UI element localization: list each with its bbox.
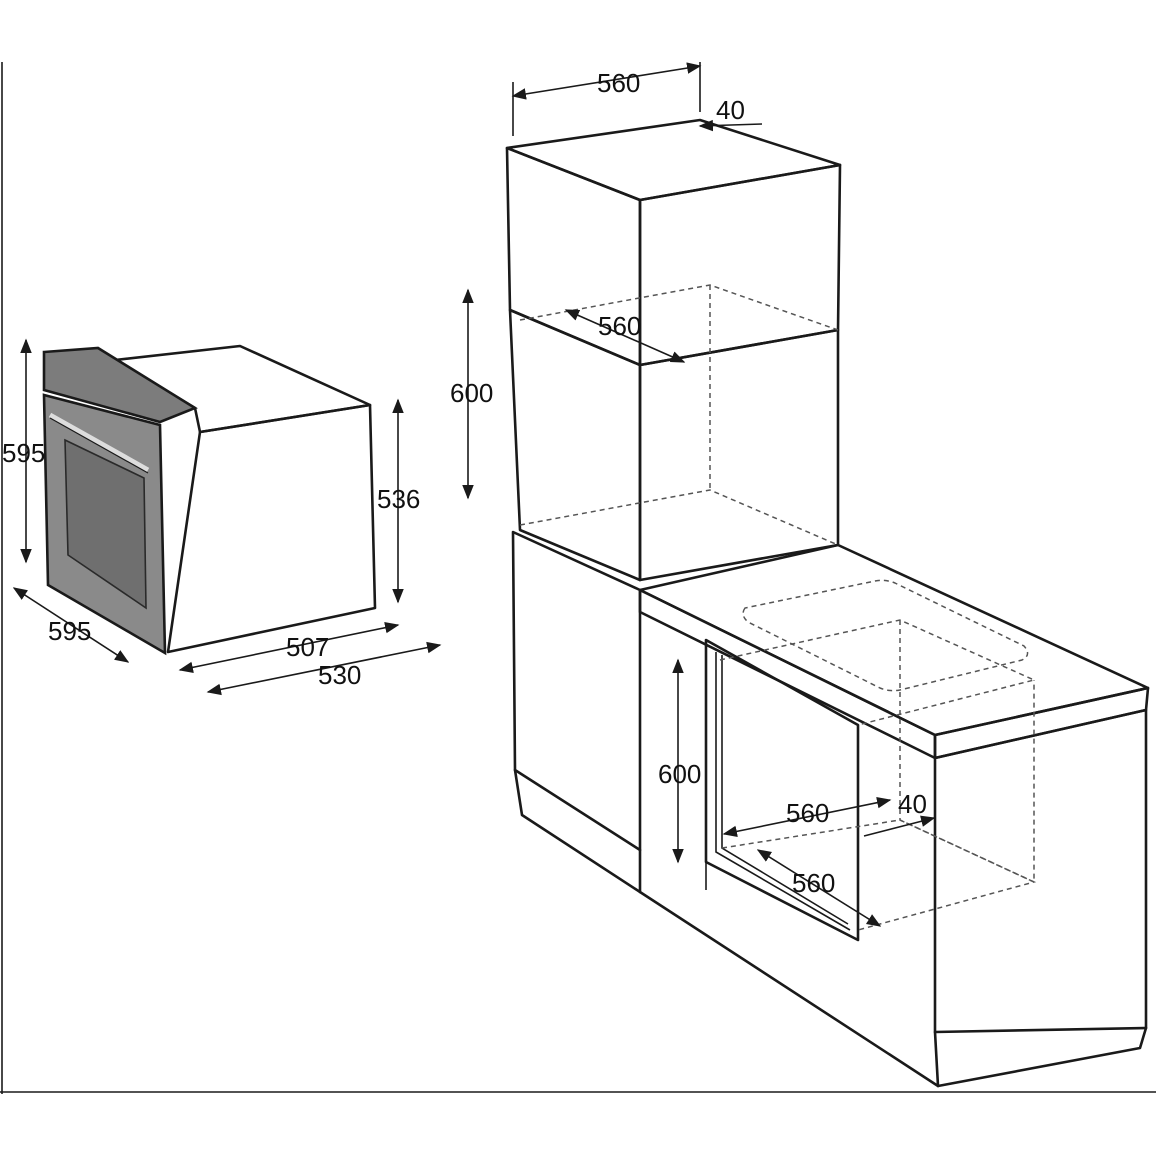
oven-drawing — [42, 344, 377, 656]
left-base-front — [511, 530, 642, 852]
under-counter-dimensions — [672, 658, 936, 927]
tall-unit-top-face — [505, 118, 842, 202]
tall-unit-niche-right — [638, 328, 840, 582]
oven-side-face — [166, 403, 377, 654]
oven-dimensions — [12, 338, 442, 696]
oven-control-panel — [42, 346, 198, 424]
tall-unit-dimensions — [462, 62, 763, 500]
worktop-side-edge — [933, 686, 1150, 760]
oven-depth-inner-label: 507 — [286, 632, 329, 662]
under-niche-hidden-bottom — [721, 819, 1037, 931]
under-niche-width-label: 560 — [786, 798, 829, 828]
base-units — [511, 530, 1150, 1088]
tall-unit-niche-height-label: 600 — [450, 378, 493, 408]
oven-width-label: 595 — [48, 616, 91, 646]
worktop-front-edge — [638, 588, 937, 760]
tall-unit-niche-depth-label: 560 — [598, 311, 641, 341]
tall-unit-width-label: 560 — [597, 68, 640, 98]
oven-depth-total-label: 530 — [318, 660, 361, 690]
under-niche-hidden-top — [719, 619, 1037, 726]
tall-unit-hidden-niche-top — [519, 284, 839, 331]
oven-door-window — [64, 438, 147, 610]
right-plinth — [933, 1026, 1148, 1088]
right-base-side — [933, 708, 1148, 1034]
bottom-margin — [0, 1094, 1156, 1156]
under-niche-height-label: 600 — [658, 759, 701, 789]
top-margin — [0, 0, 1156, 62]
oven-handle — [48, 412, 150, 473]
left-plinth — [513, 768, 642, 894]
oven-height-side-label: 536 — [377, 484, 420, 514]
tall-unit-gap-label: 40 — [716, 95, 745, 125]
tall-unit — [505, 118, 842, 582]
under-niche-depth-label: 560 — [792, 868, 835, 898]
oven-niche-opening — [704, 638, 860, 942]
oven-height-front-label: 595 — [2, 438, 45, 468]
hob-cutout — [742, 579, 1029, 692]
under-niche-gap-label: 40 — [898, 789, 927, 819]
tall-unit-hidden-niche-bottom — [519, 489, 839, 546]
